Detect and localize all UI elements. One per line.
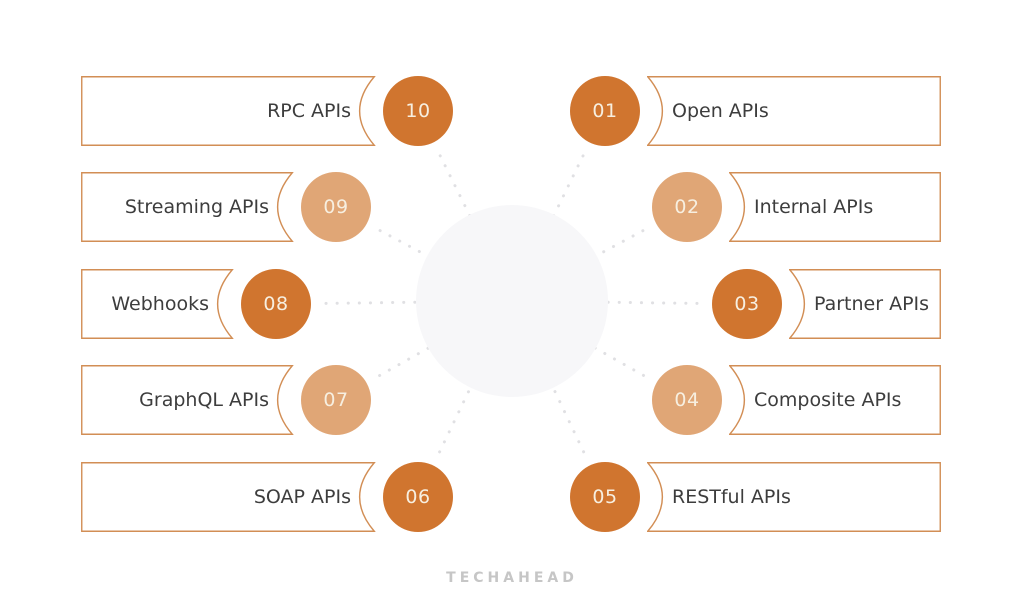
number-badge: 09 (301, 172, 371, 242)
api-item-graphql: GraphQL APIs 07 (81, 365, 371, 435)
plate-shape (729, 172, 941, 242)
number-badge: 02 (652, 172, 722, 242)
plate-shape (81, 172, 294, 242)
plate-shape (81, 76, 376, 146)
plate-shape (729, 365, 941, 435)
number-badge: 06 (383, 462, 453, 532)
center-circle (416, 205, 608, 397)
number-badge: 05 (570, 462, 640, 532)
plate-shape (81, 462, 376, 532)
api-item-rpc: RPC APIs 10 (81, 76, 453, 146)
number-badge: 01 (570, 76, 640, 146)
api-item-label: Composite APIs (754, 389, 902, 411)
api-item-label: Open APIs (672, 100, 769, 122)
api-item-internal: Internal APIs 02 (652, 172, 942, 242)
api-item-label: GraphQL APIs (139, 389, 269, 411)
api-item-webhooks: Webhooks 08 (81, 269, 311, 339)
plate-shape (647, 76, 941, 146)
api-item-soap: SOAP APIs 06 (81, 462, 453, 532)
api-item-restful: RESTful APIs 05 (570, 462, 942, 532)
number-badge: 04 (652, 365, 722, 435)
api-item-partner: Partner APIs 03 (712, 269, 942, 339)
plate-shape (81, 365, 294, 435)
plate-shape (81, 269, 234, 339)
api-item-composite: Composite APIs 04 (652, 365, 942, 435)
plate-shape (647, 462, 941, 532)
techahead-logo: TECHAHEAD (446, 570, 578, 586)
api-item-label: Internal APIs (754, 196, 874, 218)
api-item-label: RESTful APIs (672, 486, 791, 508)
api-item-label: RPC APIs (267, 100, 351, 122)
number-badge: 10 (383, 76, 453, 146)
number-badge: 07 (301, 365, 371, 435)
api-item-streaming: Streaming APIs 09 (81, 172, 371, 242)
api-item-label: SOAP APIs (253, 486, 351, 508)
api-item-open: Open APIs 01 (570, 76, 942, 146)
number-badge: 03 (712, 269, 782, 339)
plate-shape (789, 269, 941, 339)
api-item-label: Streaming APIs (124, 196, 269, 218)
api-item-label: Webhooks (111, 293, 209, 315)
number-badge: 08 (241, 269, 311, 339)
api-item-label: Partner APIs (814, 293, 930, 315)
